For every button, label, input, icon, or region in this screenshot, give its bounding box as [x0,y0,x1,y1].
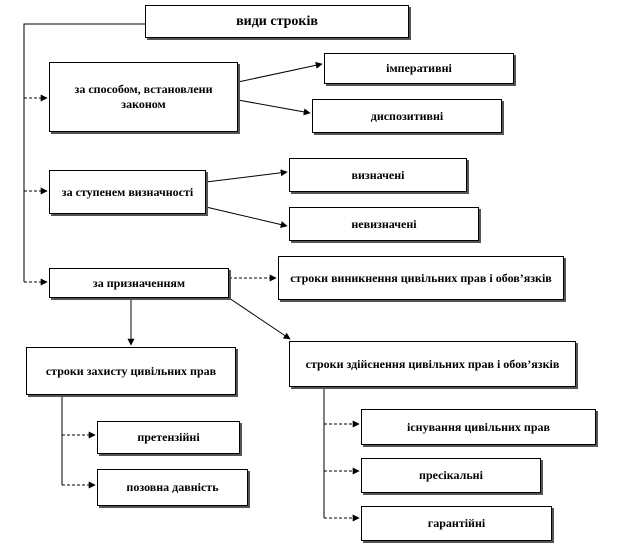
by-certainty-to-undefined [205,206,288,228]
by-law-to-dispositive [237,99,311,116]
protection-node: строки захисту цивільних прав [26,347,236,395]
exercise-node: строки здійснення цивільних прав і обов’… [289,341,576,387]
claim-node: претензійні [97,421,240,454]
undefined-node: невизначені [289,207,479,241]
emergence-node: строки виникнення цивільних прав і обов’… [278,256,564,300]
existence-node: існування цивільних прав [361,409,596,445]
preclusive-node: пресікальні [361,458,541,493]
by-purpose-node: за призначенням [49,268,229,298]
trunk-line [23,23,145,282]
dispositive-node: диспозитивні [312,99,502,133]
by-purpose-to-exercise [228,297,291,340]
root-node: види строків [145,5,409,38]
by-law-node: за способом, встановлени законом [49,62,238,132]
by-law-to-imperative [237,61,323,83]
by-certainty-node: за ступенем визначності [49,170,206,214]
imperative-node: імперативні [324,53,514,84]
defined-node: визначені [289,158,467,192]
warranty-node: гарантійні [361,506,552,541]
by-certainty-to-defined [205,169,288,183]
limitation-node: позовна давність [97,469,248,506]
